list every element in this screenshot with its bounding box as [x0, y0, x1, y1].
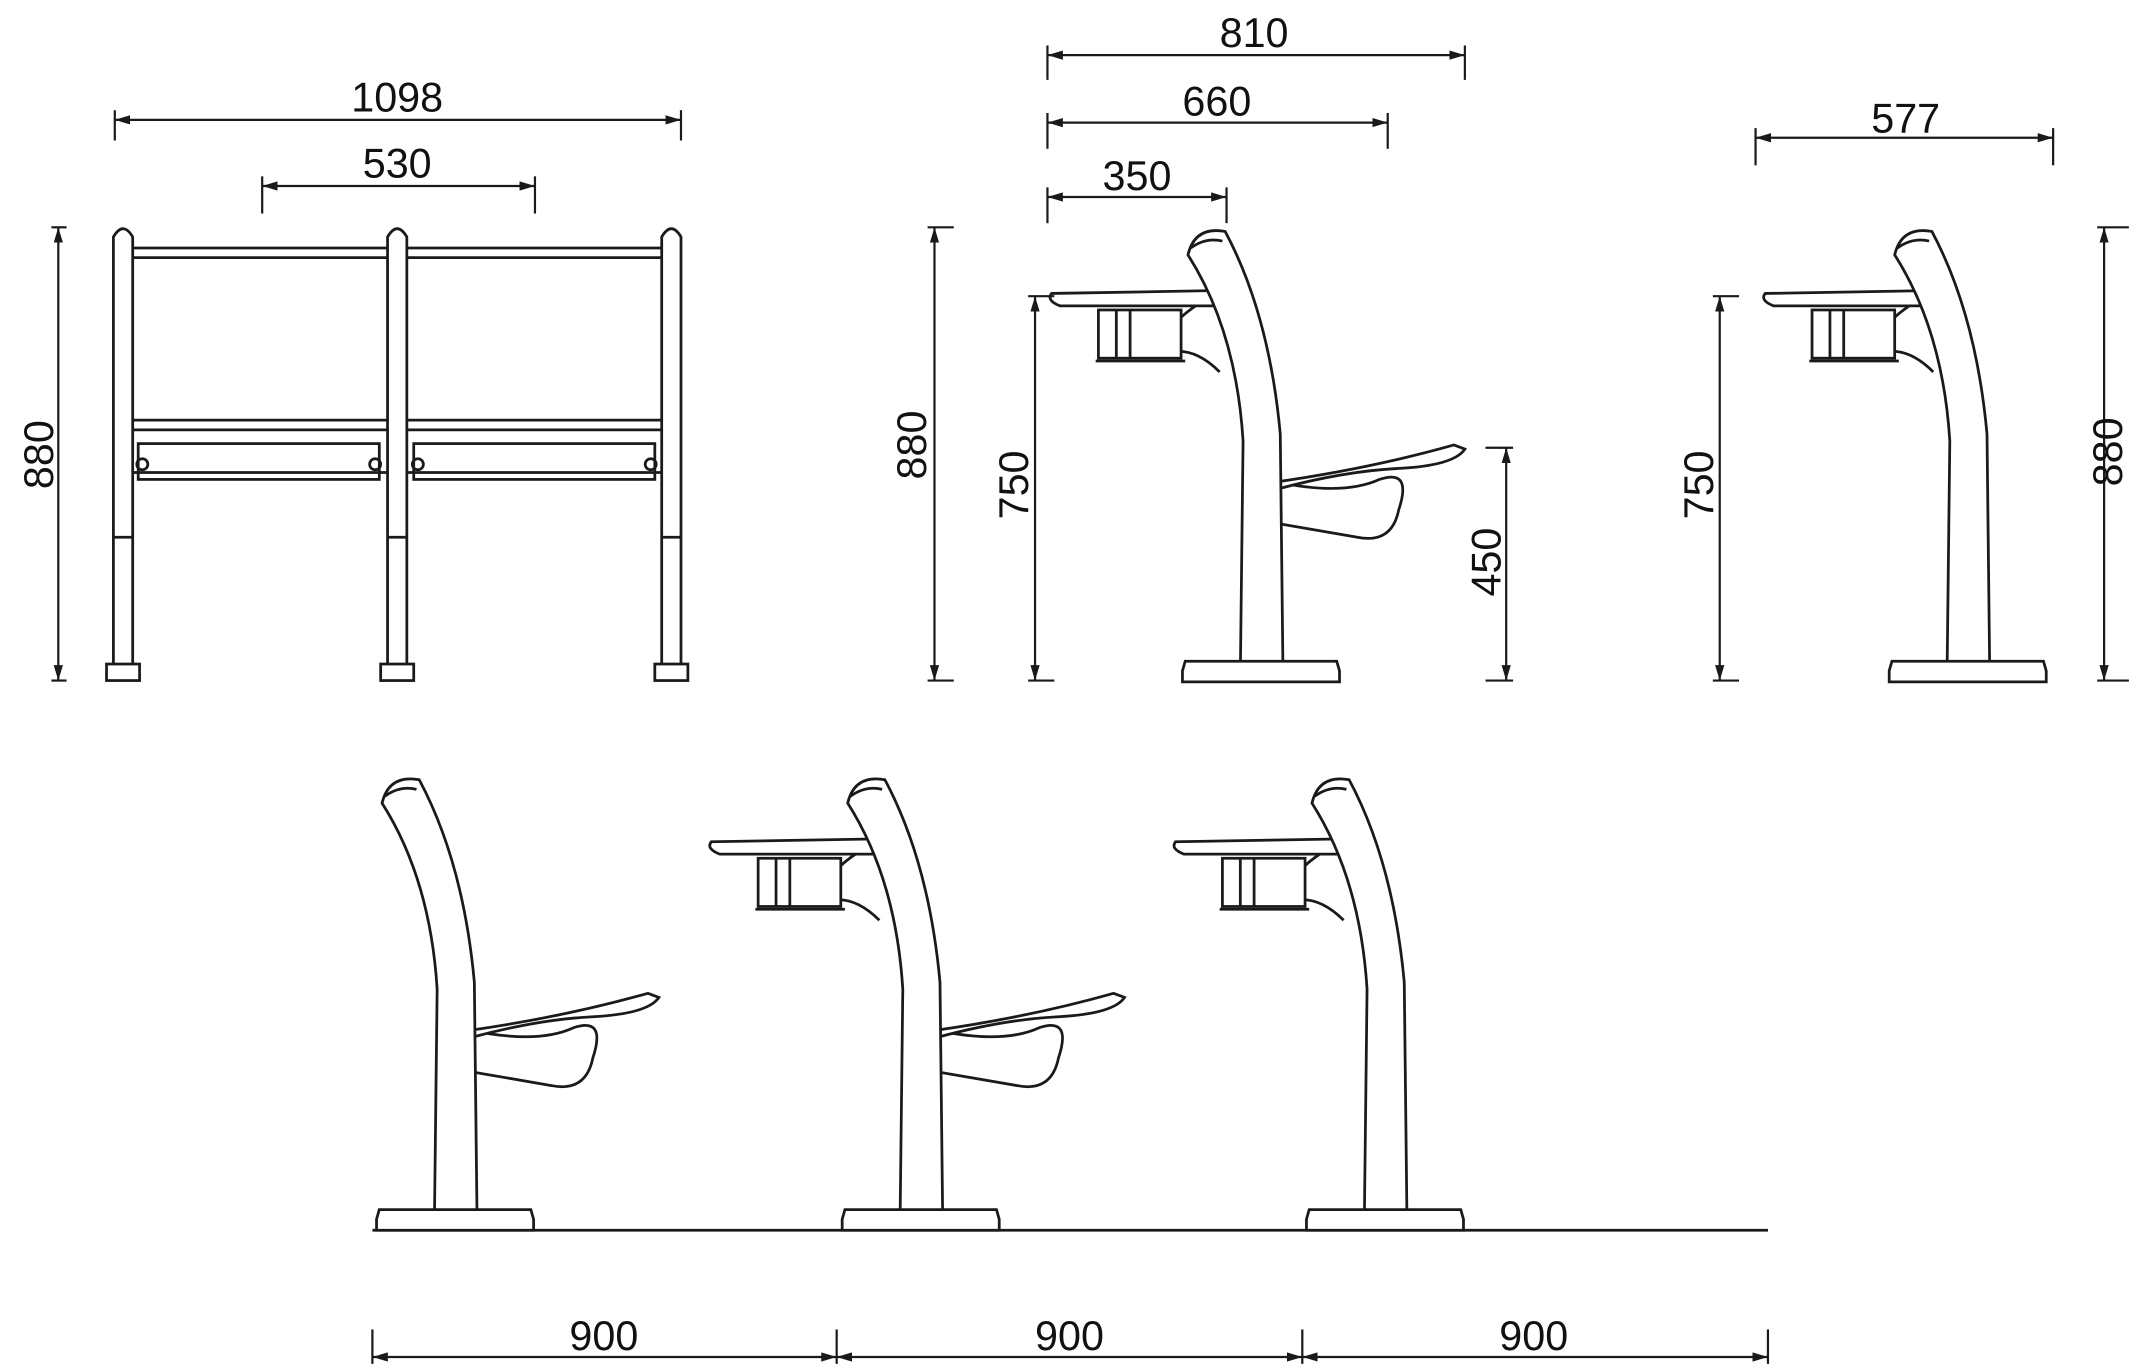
dim-side-depth-mid: 660 [1182, 79, 1251, 125]
dim-row-spacing-1: 900 [569, 1313, 638, 1359]
front-view [105, 227, 690, 682]
dim-folded-height: 880 [2085, 417, 2131, 486]
dim-folded-depth: 577 [1871, 95, 1940, 141]
dim-row-spacing-3: 900 [1499, 1313, 1568, 1359]
dim-front-height: 880 [16, 420, 62, 489]
row-view [372, 777, 1768, 1232]
dim-row-spacing-2: 900 [1035, 1313, 1104, 1359]
dim-front-width-total: 1098 [351, 75, 443, 121]
dim-folded-desk-height: 750 [1676, 450, 1722, 519]
dimensions: 1098 530 880 810 660 350 880 750 450 577… [16, 10, 2131, 1364]
side-view-open [1048, 229, 1467, 684]
side-view-folded [1762, 229, 2048, 684]
dim-side-desk-height: 750 [991, 450, 1037, 519]
dim-side-desk-depth: 350 [1103, 153, 1172, 199]
dim-side-seat-height: 450 [1464, 528, 1510, 597]
dim-side-height: 880 [889, 411, 935, 480]
dim-front-seat-width: 530 [363, 141, 432, 187]
dim-side-depth-total: 810 [1220, 10, 1289, 56]
